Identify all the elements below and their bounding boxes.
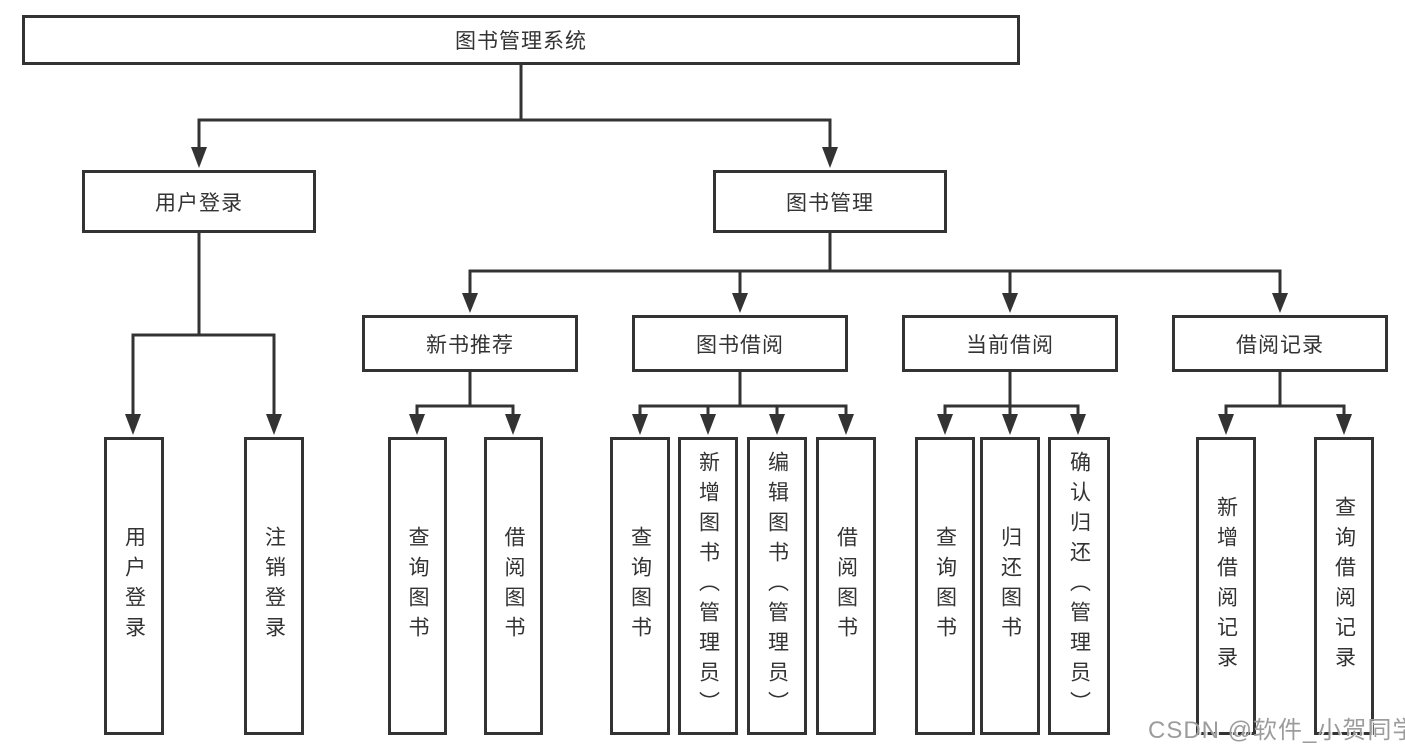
arrowhead [769, 414, 785, 435]
node-label: 新书推荐 [426, 333, 514, 357]
leaf-edit-book-admin: 编辑图书（管理员） [747, 437, 807, 735]
node-label: 新增图书（管理员） [696, 451, 720, 721]
node-new-book-recommend: 新书推荐 [362, 315, 578, 372]
arrowhead [822, 147, 838, 168]
connector [1224, 404, 1346, 417]
node-borrow-records: 借阅记录 [1172, 315, 1388, 372]
node-label: 查询图书 [406, 526, 429, 646]
node-label: 查询图书 [933, 526, 957, 646]
node-current-borrow: 当前借阅 [902, 315, 1118, 372]
arrowhead [1002, 293, 1018, 313]
leaf-query-borrow-record: 查询借阅记录 [1314, 437, 1374, 735]
arrowhead [505, 414, 521, 435]
connector [943, 404, 1080, 417]
node-label: 借阅图书 [834, 526, 858, 646]
node-label: 用户登录 [122, 526, 146, 646]
leaf-query-books-borrow: 查询图书 [610, 437, 670, 735]
arrowhead [732, 293, 748, 313]
connector [197, 118, 832, 150]
node-user-login: 用户登录 [82, 170, 316, 233]
arrowhead [937, 414, 953, 435]
node-label: 查询借阅记录 [1332, 496, 1356, 676]
connector [131, 333, 276, 417]
node-label: 确认归还（管理员） [1067, 451, 1091, 721]
arrowhead [191, 147, 207, 168]
connector [638, 404, 848, 417]
arrowhead [266, 414, 282, 435]
node-label: 借阅记录 [1236, 333, 1324, 357]
arrowhead [1218, 414, 1234, 435]
leaf-query-books-recommend: 查询图书 [388, 437, 447, 735]
node-label: 查询图书 [628, 526, 652, 646]
arrowhead [1002, 414, 1018, 435]
csdn-watermark: CSDN @软件_小贺同学 [1148, 717, 1405, 744]
arrowhead [409, 414, 425, 435]
connector [415, 404, 515, 417]
node-label: 图书管理 [786, 191, 874, 215]
leaf-user-login: 用户登录 [104, 437, 164, 735]
leaf-confirm-return-admin: 确认归还（管理员） [1048, 437, 1110, 735]
node-label: 图书管理系统 [455, 30, 587, 53]
arrowhead [125, 414, 141, 435]
node-label: 图书借阅 [696, 333, 784, 357]
node-label: 归还图书 [998, 526, 1022, 646]
leaf-add-borrow-record: 新增借阅记录 [1196, 437, 1256, 735]
leaf-borrow-books: 借阅图书 [816, 437, 876, 735]
connector [468, 269, 1282, 296]
leaf-query-books-current: 查询图书 [915, 437, 975, 735]
arrowhead [462, 293, 478, 313]
node-label: 新增借阅记录 [1214, 496, 1238, 676]
leaf-return-books: 归还图书 [980, 437, 1040, 735]
arrowhead [700, 414, 716, 435]
leaf-borrow-books-recommend: 借阅图书 [484, 437, 543, 735]
node-label: 借阅图书 [502, 526, 525, 646]
arrowhead [838, 414, 854, 435]
node-label: 编辑图书（管理员） [765, 451, 789, 721]
node-book-management: 图书管理 [713, 170, 947, 233]
node-label: 当前借阅 [966, 333, 1054, 357]
node-label: 注销登录 [262, 526, 286, 646]
arrowhead [1272, 293, 1288, 313]
arrowhead [1070, 414, 1086, 435]
leaf-logout: 注销登录 [244, 437, 304, 735]
leaf-add-book-admin: 新增图书（管理员） [678, 437, 738, 735]
arrowhead [1336, 414, 1352, 435]
arrowhead [632, 414, 648, 435]
node-book-borrow: 图书借阅 [632, 315, 848, 372]
node-label: 用户登录 [155, 191, 243, 215]
node-library-system: 图书管理系统 [22, 15, 1020, 65]
